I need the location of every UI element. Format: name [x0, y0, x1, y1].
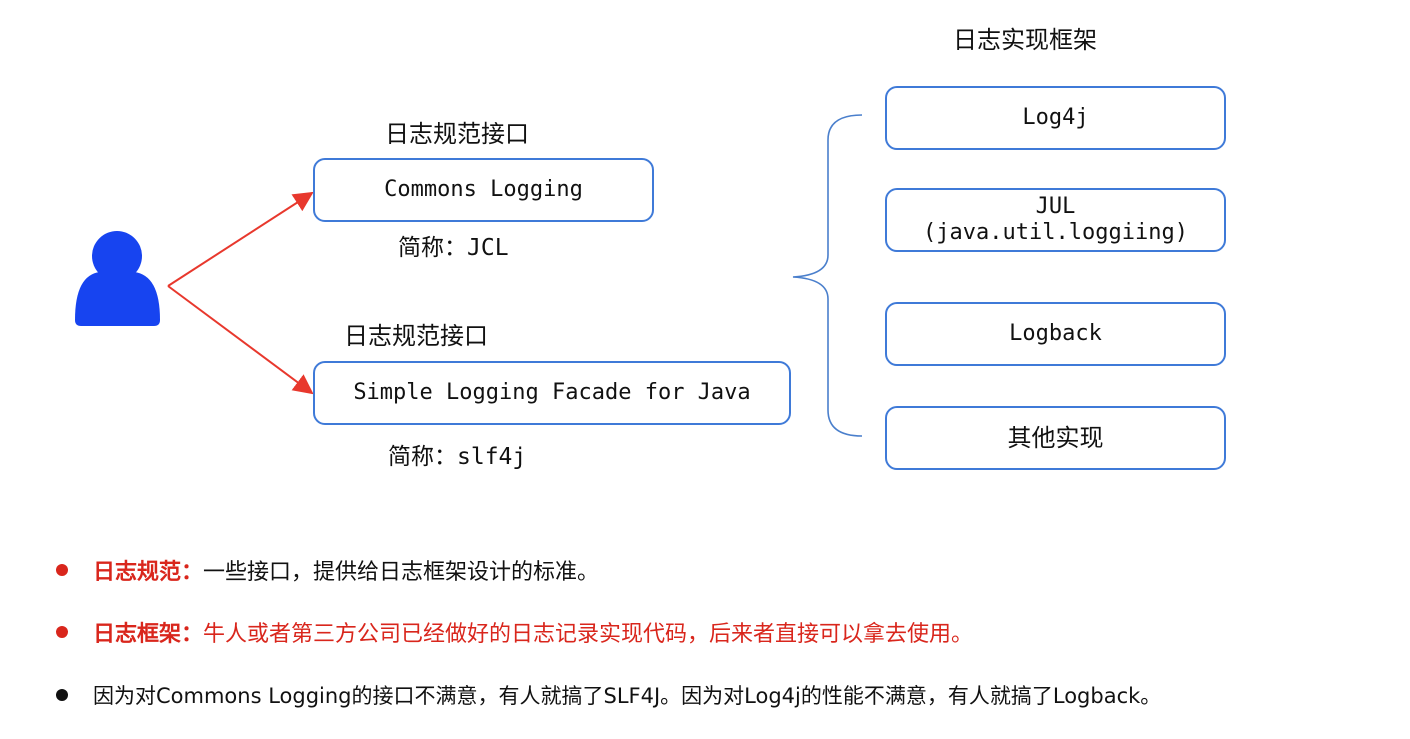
bullet-dot: [56, 689, 68, 701]
bullet-term: 日志规范：: [93, 560, 204, 585]
user-icon: [75, 231, 160, 326]
slf4j-abbr: 简称：slf4j: [388, 437, 526, 471]
brace: [792, 114, 863, 437]
slf4j-abbr-value: slf4j: [457, 444, 527, 470]
bullet-logging-spec: 日志规范： 一些接口，提供给日志框架设计的标准。: [56, 554, 1406, 586]
other-impl-label: 其他实现: [1007, 424, 1104, 452]
slf4j-abbr-prefix: 简称：: [388, 444, 457, 470]
logback-box: Logback: [885, 302, 1226, 366]
slf4j-box: Simple Logging Facade for Java: [313, 361, 791, 425]
slf4j-label: Simple Logging Facade for Java: [353, 380, 751, 405]
arrow-to-slf4j: [167, 285, 314, 395]
impl-framework-title: 日志实现框架: [953, 26, 1097, 54]
jcl-abbr: 简称：JCL: [398, 228, 509, 262]
api-heading-top: 日志规范接口: [385, 120, 529, 148]
bullet-text: 一些接口，提供给日志框架设计的标准。: [203, 560, 600, 585]
bullet-text: 牛人或者第三方公司已经做好的日志记录实现代码，后来者直接可以拿去使用。: [203, 622, 974, 647]
bullet-term: 日志框架：: [93, 622, 204, 647]
bullet-dot: [56, 626, 68, 638]
api-heading-bottom: 日志规范接口: [344, 322, 488, 350]
jul-box: JUL (java.util.loggiing): [885, 188, 1226, 252]
bullet-text: 因为对Commons Logging的接口不满意，有人就搞了SLF4J。因为对L…: [93, 684, 1162, 708]
bullet-logging-framework: 日志框架： 牛人或者第三方公司已经做好的日志记录实现代码，后来者直接可以拿去使用…: [56, 616, 1406, 648]
arrow-to-jcl: [167, 191, 314, 287]
bullet-history: 因为对Commons Logging的接口不满意，有人就搞了SLF4J。因为对L…: [56, 680, 1406, 710]
jul-label: JUL: [1035, 194, 1076, 219]
commons-logging-label: Commons Logging: [384, 177, 583, 202]
bullet-dot: [56, 564, 68, 576]
commons-logging-box: Commons Logging: [313, 158, 654, 222]
jcl-abbr-prefix: 简称：: [398, 235, 467, 261]
other-impl-box: 其他实现: [885, 406, 1226, 470]
log4j-label: Log4j: [1022, 105, 1089, 130]
logback-label: Logback: [1009, 321, 1102, 346]
jul-package-label: (java.util.loggiing): [923, 220, 1188, 245]
jcl-abbr-value: JCL: [467, 235, 509, 261]
log4j-box: Log4j: [885, 86, 1226, 150]
